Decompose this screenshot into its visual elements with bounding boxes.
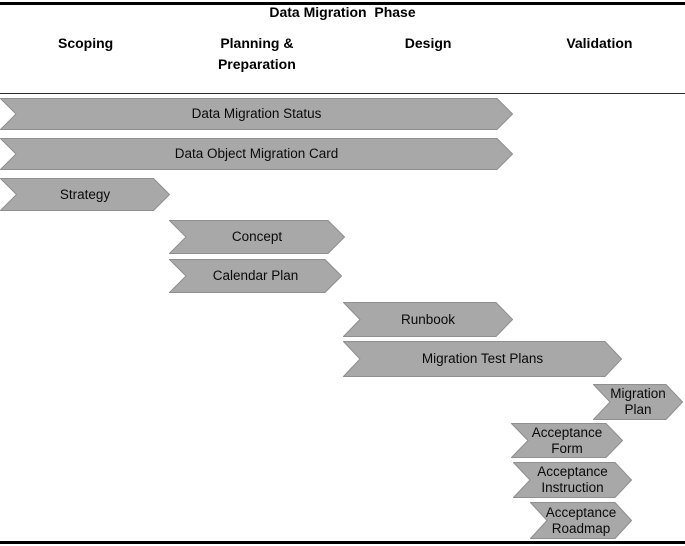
phase-header-scoping: Scoping [58,35,114,51]
process-arrow: Data Migration Status [0,98,513,130]
process-arrow: Concept [169,220,345,254]
process-arrow-label: Strategy [59,186,111,202]
chevron-shape [511,423,623,458]
process-arrow-label: Data Object Migration Card [174,146,339,161]
process-arrow: Strategy [0,178,170,211]
chevron-shape [593,384,683,420]
diagram-title: Data Migration Phase [269,4,416,20]
process-arrow-label: Data Migration Status [191,106,322,121]
process-arrow-label: Acceptance Roadmap [545,504,617,536]
process-arrow-label: Migration Test Plans [421,351,544,366]
chevron-shape [169,220,345,254]
process-arrow-label: Calendar Plan [212,268,299,283]
process-arrow: Acceptance Roadmap [530,502,632,539]
chevron-shape [343,302,513,337]
bottom-border-rule [0,541,685,544]
process-arrow: Acceptance Form [511,423,623,458]
process-arrow: Calendar Plan [169,259,342,293]
phase-header-design: Design [404,35,452,51]
header-separator-rule [0,93,685,94]
process-arrow-label: Migration Plan [610,386,666,417]
chevron-shape [0,98,513,130]
phase-header-row: Scoping Planning & Preparation Design Va… [0,33,685,75]
process-arrow-label: Acceptance Form [531,424,603,456]
chevron-shape [343,341,622,377]
chevron-shape [513,462,632,498]
process-arrow-label: Runbook [400,311,456,327]
top-border-rule [0,2,685,5]
chevron-shape [0,138,513,170]
chevron-shape [0,178,170,211]
phase-header-validation: Validation [566,35,633,51]
chevron-shape [530,502,632,539]
chevron-shape [169,259,342,293]
process-arrow-label: Acceptance Instruction [537,464,608,495]
process-arrow: Acceptance Instruction [513,462,632,498]
phase-header-planning: Planning & Preparation [217,35,296,72]
process-arrow: Migration Plan [593,384,683,420]
process-arrow: Data Object Migration Card [0,138,513,170]
process-arrow-label: Concept [231,229,283,244]
process-arrow: Migration Test Plans [343,341,622,377]
process-arrow: Runbook [343,302,513,337]
